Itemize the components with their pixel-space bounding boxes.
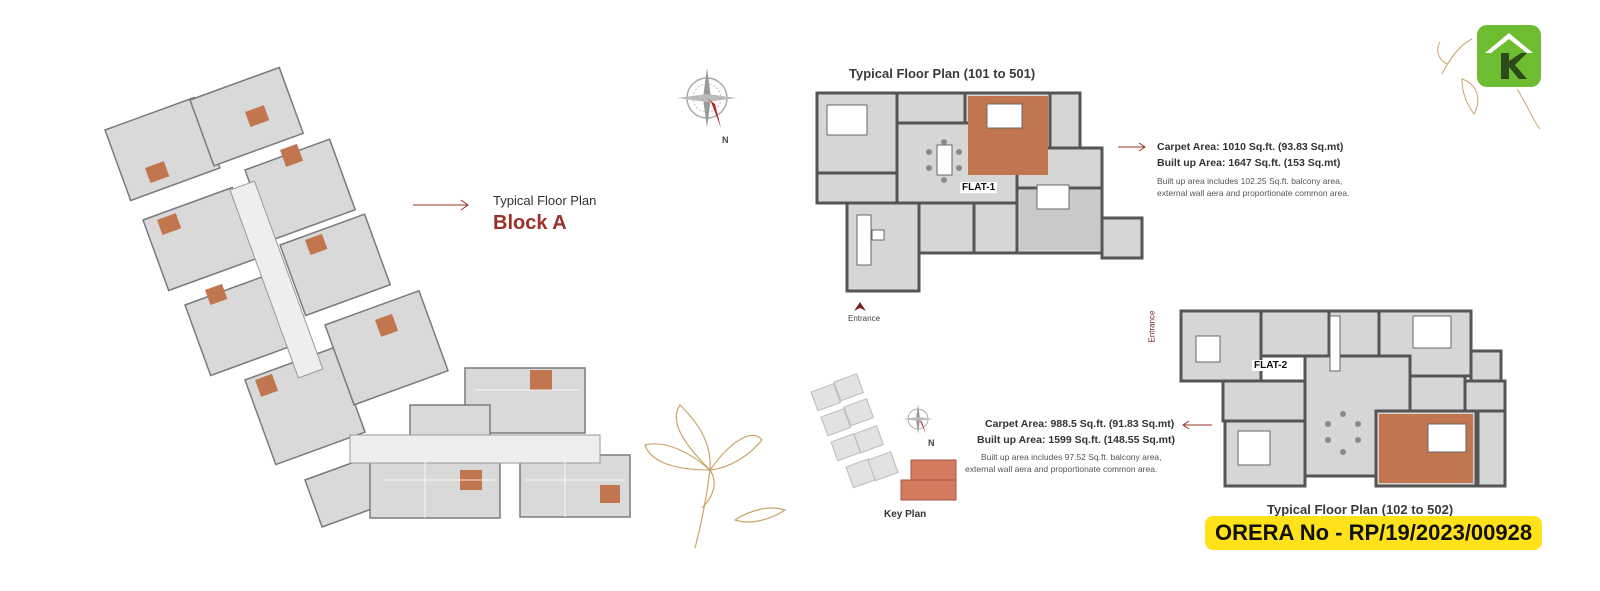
plan-1-builtup-area: Built up Area: 1647 Sq.ft. (153 Sq.mt) bbox=[1157, 157, 1341, 169]
plan-1-entrance-label: Entrance bbox=[848, 314, 881, 323]
plan-1-arrow bbox=[1118, 142, 1146, 152]
block-title: Block A bbox=[493, 212, 567, 234]
plan-2-title: Typical Floor Plan (102 to 502) bbox=[1267, 502, 1454, 517]
compass-north-label: N bbox=[722, 135, 729, 145]
plan-2-carpet-area: Carpet Area: 988.5 Sq.ft. (91.83 Sq.mt) bbox=[985, 418, 1175, 430]
plan-2-note-line1: Built up area includes 97.52 Sq.ft. balc… bbox=[981, 452, 1162, 462]
block-a-drawing bbox=[104, 66, 631, 528]
key-plan-compass-icon bbox=[902, 403, 934, 435]
plan-1-note-line2: external wall aera and proportionate com… bbox=[1157, 188, 1350, 198]
flat-2-floor-plan bbox=[1178, 306, 1510, 492]
flat-1-floor-plan bbox=[812, 90, 1152, 295]
orera-registration-badge: ORERA No - RP/19/2023/00928 bbox=[1205, 516, 1543, 550]
flat-2-label: FLAT-2 bbox=[1252, 360, 1290, 371]
brand-logo-icon bbox=[1477, 25, 1541, 87]
key-plan-north-label: N bbox=[928, 438, 935, 448]
key-plan-label: Key Plan bbox=[884, 509, 927, 520]
plan-2-arrow bbox=[1182, 420, 1212, 430]
plan-2-entrance-label: Entrance bbox=[1147, 310, 1157, 343]
block-a-floor-plan bbox=[95, 50, 640, 530]
key-plan-drawing bbox=[806, 372, 961, 502]
flat-1-label: FLAT-1 bbox=[960, 182, 998, 193]
leaf-decoration-icon bbox=[1437, 38, 1541, 130]
block-arrow bbox=[413, 199, 469, 211]
entrance-arrow-icon bbox=[854, 302, 866, 311]
plan-1-note-line1: Built up area includes 102.25 Sq.ft. bal… bbox=[1157, 176, 1343, 186]
plan-1-carpet-area: Carpet Area: 1010 Sq.ft. (93.83 Sq.mt) bbox=[1157, 141, 1344, 153]
flower-decoration-icon bbox=[644, 404, 787, 549]
plan-1-title: Typical Floor Plan (101 to 501) bbox=[849, 66, 1036, 81]
plan-2-note-line2: external wall aera and proportionate com… bbox=[965, 464, 1158, 474]
plan-2-builtup-area: Built up Area: 1599 Sq.ft. (148.55 Sq.mt… bbox=[977, 434, 1175, 446]
compass-icon bbox=[675, 66, 739, 130]
block-subtitle: Typical Floor Plan bbox=[493, 193, 597, 208]
